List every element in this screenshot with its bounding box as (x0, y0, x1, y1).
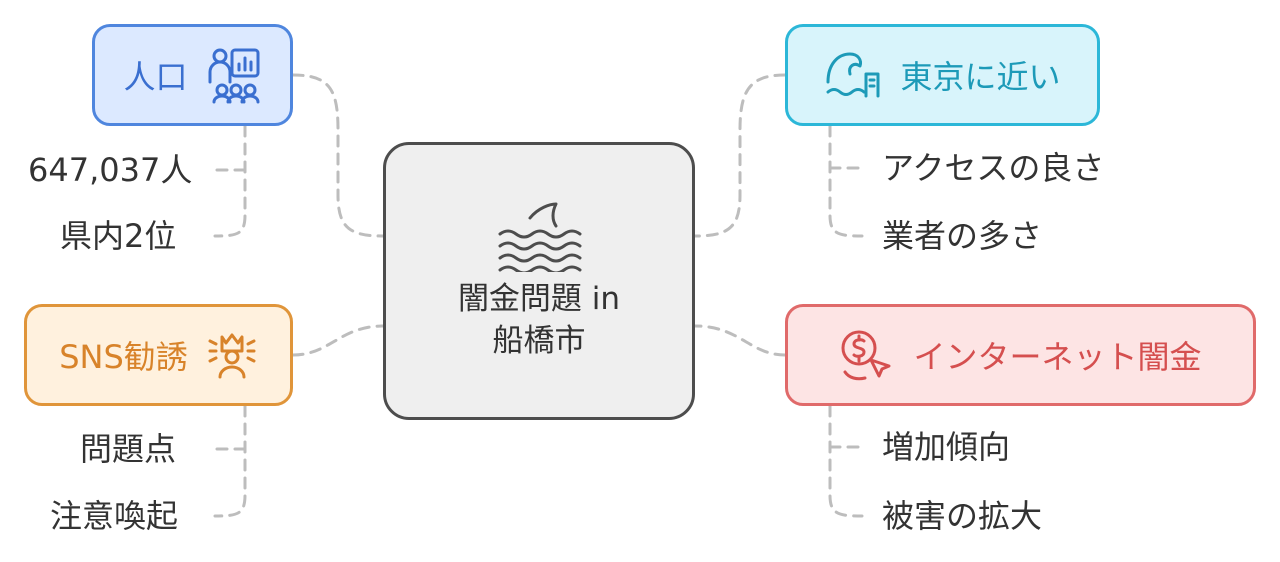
population-item-1: 647,037人 (28, 151, 193, 189)
tokyo-node[interactable]: 東京に近い (785, 24, 1100, 126)
sns-label: SNS勧誘 (59, 338, 188, 376)
internet-item-1: 増加傾向 (882, 428, 1011, 466)
center-title-line1: 闇金問題 in (457, 281, 621, 317)
population-node[interactable]: 人口 (92, 24, 293, 126)
internet-item-2: 被害の拡大 (882, 497, 1043, 535)
shark-fin-waves-icon (498, 202, 582, 272)
tokyo-label: 東京に近い (900, 58, 1061, 96)
connector-tokyo-trunk (828, 124, 864, 238)
internet-loan-node[interactable]: インターネット闇金 (785, 304, 1256, 406)
connector-pop-trunk (213, 124, 247, 238)
population-item-2: 県内2位 (60, 217, 177, 255)
connector-net-trunk (828, 404, 864, 518)
dollar-cursor-icon (839, 328, 897, 382)
wave-building-icon (824, 50, 884, 100)
sns-item-2: 注意喚起 (50, 497, 179, 535)
connector-sns (291, 324, 385, 357)
connector-population (291, 73, 385, 238)
people-chart-icon (206, 46, 262, 104)
tokyo-item-1: アクセスの良さ (882, 149, 1105, 187)
population-label: 人口 (123, 58, 188, 96)
internet-label: インターネット闇金 (913, 338, 1202, 376)
connector-tokyo (693, 73, 787, 238)
sns-node[interactable]: SNS勧誘 (24, 304, 293, 406)
sns-item-1: 問題点 (80, 430, 177, 468)
connector-internet (693, 324, 787, 357)
center-topic-node[interactable]: 闇金問題 in 船橋市 (383, 142, 695, 420)
tokyo-item-2: 業者の多さ (882, 217, 1043, 255)
person-announce-icon (206, 329, 258, 381)
connector-sns-trunk (213, 404, 247, 518)
center-title-line2: 船橋市 (492, 323, 586, 359)
